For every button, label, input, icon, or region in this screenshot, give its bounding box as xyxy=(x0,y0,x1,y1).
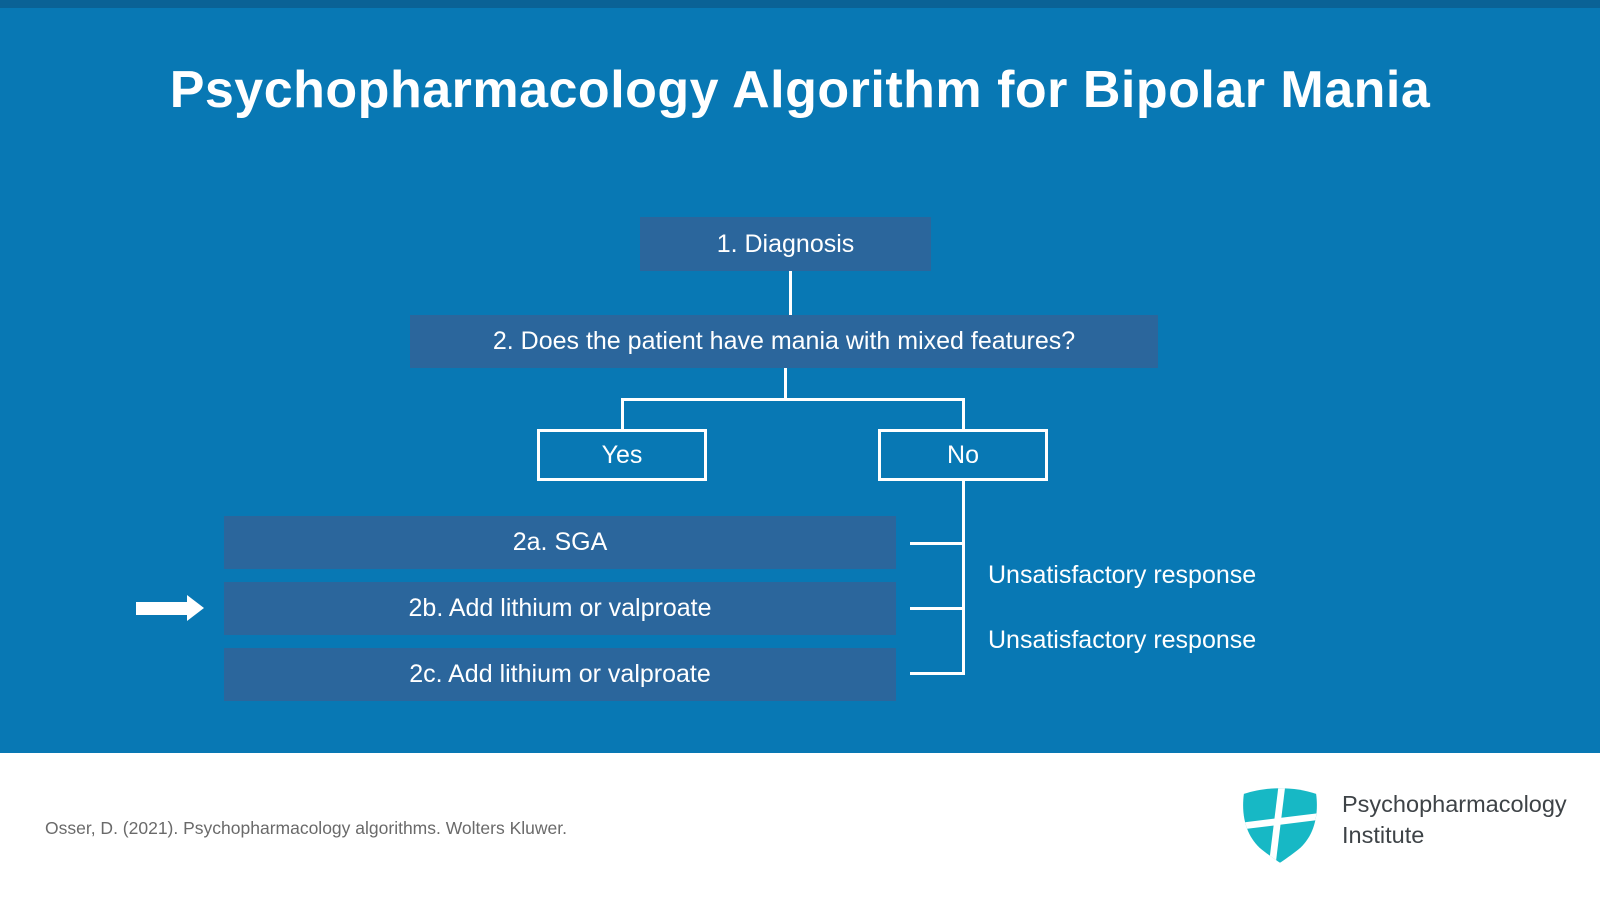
top-accent-band xyxy=(0,0,1600,8)
psychopharmacology-institute-shield-logo-icon xyxy=(1243,788,1317,863)
connector-node1-node2 xyxy=(789,271,792,315)
footer xyxy=(0,753,1600,899)
node-2b-add-lithium-valproate: 2b. Add lithium or valproate xyxy=(224,582,896,635)
current-step-arrow-icon xyxy=(136,602,188,615)
logo-wordmark: Psychopharmacology Institute xyxy=(1342,789,1567,851)
connector-tick-2c xyxy=(910,672,965,675)
connector-node2-stem xyxy=(784,368,787,398)
node-no: No xyxy=(878,429,1048,481)
node-mixed-features-question: 2. Does the patient have mania with mixe… xyxy=(410,315,1158,368)
connector-no-rail xyxy=(962,481,965,675)
connector-tick-2a xyxy=(910,542,965,545)
label-unsatisfactory-response-1: Unsatisfactory response xyxy=(988,561,1257,589)
node-2c-add-lithium-valproate: 2c. Add lithium or valproate xyxy=(224,648,896,701)
logo-line2: Institute xyxy=(1342,822,1425,848)
node-diagnosis: 1. Diagnosis xyxy=(640,217,931,271)
citation-text: Osser, D. (2021). Psychopharmacology alg… xyxy=(45,818,567,838)
page-title: Psychopharmacology Algorithm for Bipolar… xyxy=(169,61,1431,119)
connector-branch-yes-stub xyxy=(621,398,624,429)
connector-branch-horizontal xyxy=(621,398,965,401)
current-step-arrow-head-icon xyxy=(187,595,204,621)
node-yes: Yes xyxy=(537,429,707,481)
logo-line1: Psychopharmacology xyxy=(1342,791,1567,817)
label-unsatisfactory-response-2: Unsatisfactory response xyxy=(988,626,1257,654)
connector-tick-2b xyxy=(910,607,965,610)
connector-branch-no-stub xyxy=(962,398,965,429)
node-2a-sga: 2a. SGA xyxy=(224,516,896,569)
